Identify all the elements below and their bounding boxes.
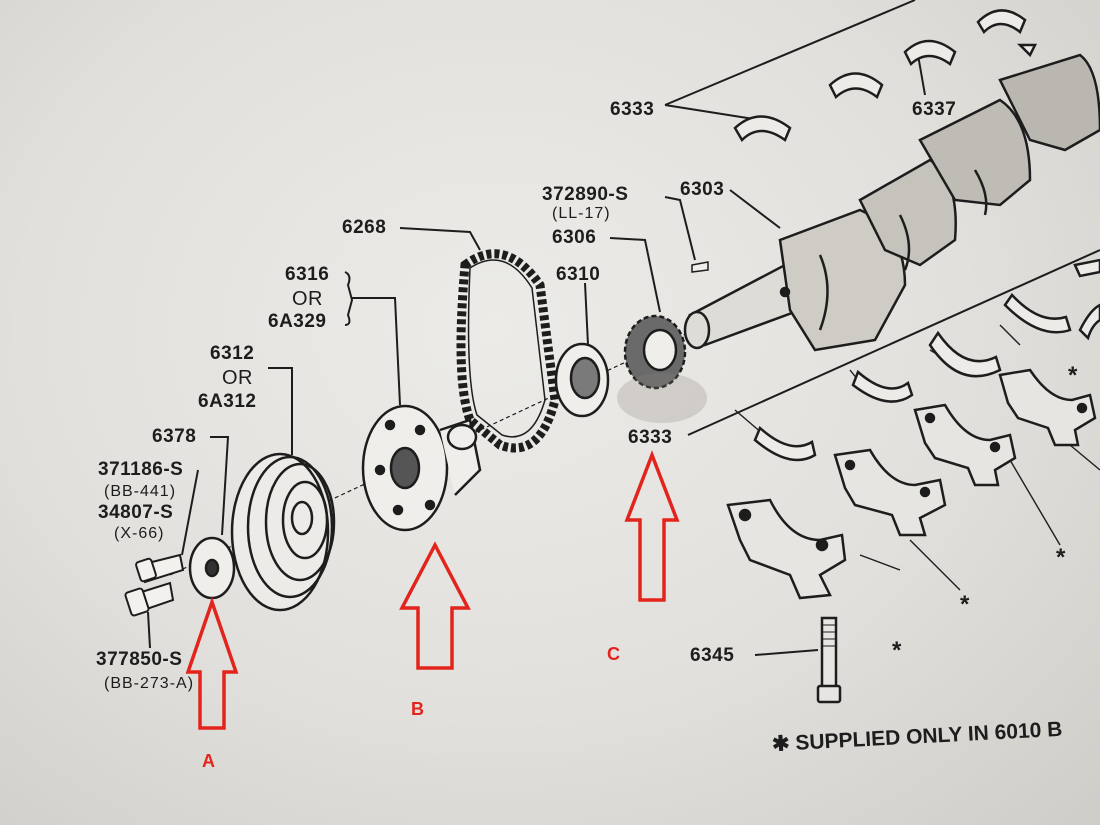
arrow-c [624,450,680,602]
leader-6310 [584,282,589,346]
label-bb273a: (BB-273-A) [104,675,195,692]
svg-text:*: * [1068,362,1078,389]
bearing-shell-icon [733,9,1038,143]
label-371186s: 371186-S [98,459,184,480]
label-6312: 6312 [210,343,255,364]
key-icon [691,261,709,273]
label-6333-mid: 6333 [628,427,673,448]
label-or-2: OR [222,367,253,389]
asterisk-icon: * * * * [892,362,1078,664]
arrow-a [185,596,239,730]
label-6378: 6378 [152,426,197,447]
leader-6378 [210,436,230,536]
timing-chain-icon [456,249,560,453]
leader-6306 [609,237,661,313]
hub-icon [361,404,482,532]
leader-6345 [754,649,819,656]
marker-b: B [411,699,424,719]
leader-6303 [729,189,781,229]
annotation-arrow-icon [185,450,680,730]
label-x66: (X-66) [114,525,165,542]
leader-6337 [917,54,926,96]
arrow-b [399,541,471,670]
pulley-icon [230,452,336,612]
leader-6268 [399,227,481,251]
bolt-icon [124,553,185,617]
crankshaft-icon [683,53,1100,352]
bearing-cap-icon [726,368,1097,600]
label-6337: 6337 [912,99,957,120]
label-6303: 6303 [680,179,725,200]
svg-text:*: * [960,591,970,618]
svg-text:*: * [1056,544,1066,571]
sprocket-icon [617,314,707,423]
label-34807s: 34807-S [98,502,174,523]
label-bb441: (BB-441) [104,483,177,500]
label-6306: 6306 [552,227,597,248]
leader-6316 [352,297,401,406]
cap-bolt-icon [816,616,842,704]
leader-377850s [147,611,151,649]
marker-c: C [607,644,620,664]
leader-6312 [268,367,293,455]
spacer-icon [554,342,610,418]
label-6268: 6268 [342,217,387,238]
leader-6333-top [664,0,916,121]
label-377850s: 377850-S [96,649,183,670]
svg-text:*: * [892,637,902,664]
label-6316: 6316 [285,264,330,285]
leader-372890s [664,196,696,261]
label-6345: 6345 [690,645,735,666]
label-6a312: 6A312 [198,391,257,412]
label-or-1: OR [292,288,323,310]
lower-bearing-shell-icon [753,258,1100,462]
washer-icon [188,536,236,600]
marker-a: A [202,751,215,771]
label-6a329: 6A329 [268,311,327,332]
label-372890s: 372890-S [542,184,629,205]
label-6333-top: 6333 [610,99,655,120]
label-ll17: (LL-17) [552,205,611,222]
leader-6333-mid [687,249,1100,436]
label-6310: 6310 [556,264,601,285]
leader-6316-bracket [344,271,354,326]
leader-371186s [181,469,199,556]
